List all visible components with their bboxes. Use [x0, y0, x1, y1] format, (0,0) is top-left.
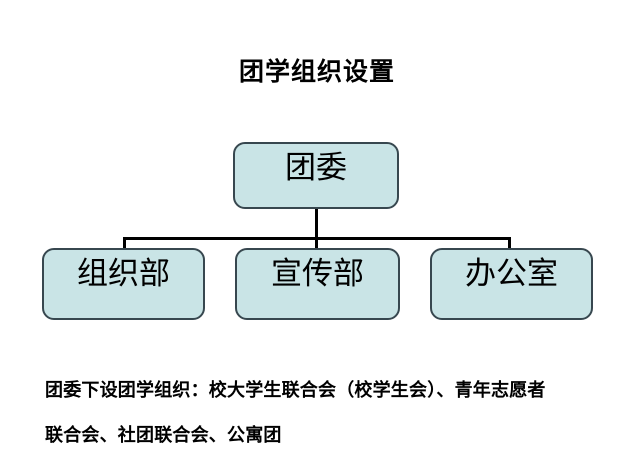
footnote-paragraph: 团委下设团学组织：校大学生联合会（校学生会）、青年志愿者 联合会、社团联合会、公… [45, 368, 575, 451]
connector-middle-stub [315, 237, 318, 249]
connector-root-vertical [315, 209, 318, 239]
org-box-publicity-dept: 宣传部 [235, 248, 400, 320]
org-box-office: 办公室 [430, 248, 593, 320]
org-box-youth-league-committee: 团委 [233, 142, 399, 209]
footnote-line-1: 团委下设团学组织：校大学生联合会（校学生会）、青年志愿者 [45, 380, 546, 400]
connector-left-stub [123, 237, 126, 249]
page-title: 团学组织设置 [238, 59, 395, 86]
org-box-organization-dept: 组织部 [42, 248, 205, 320]
connector-right-stub [508, 237, 511, 249]
footnote-line-2: 联合会、社团联合会、公寓团 [45, 425, 282, 445]
